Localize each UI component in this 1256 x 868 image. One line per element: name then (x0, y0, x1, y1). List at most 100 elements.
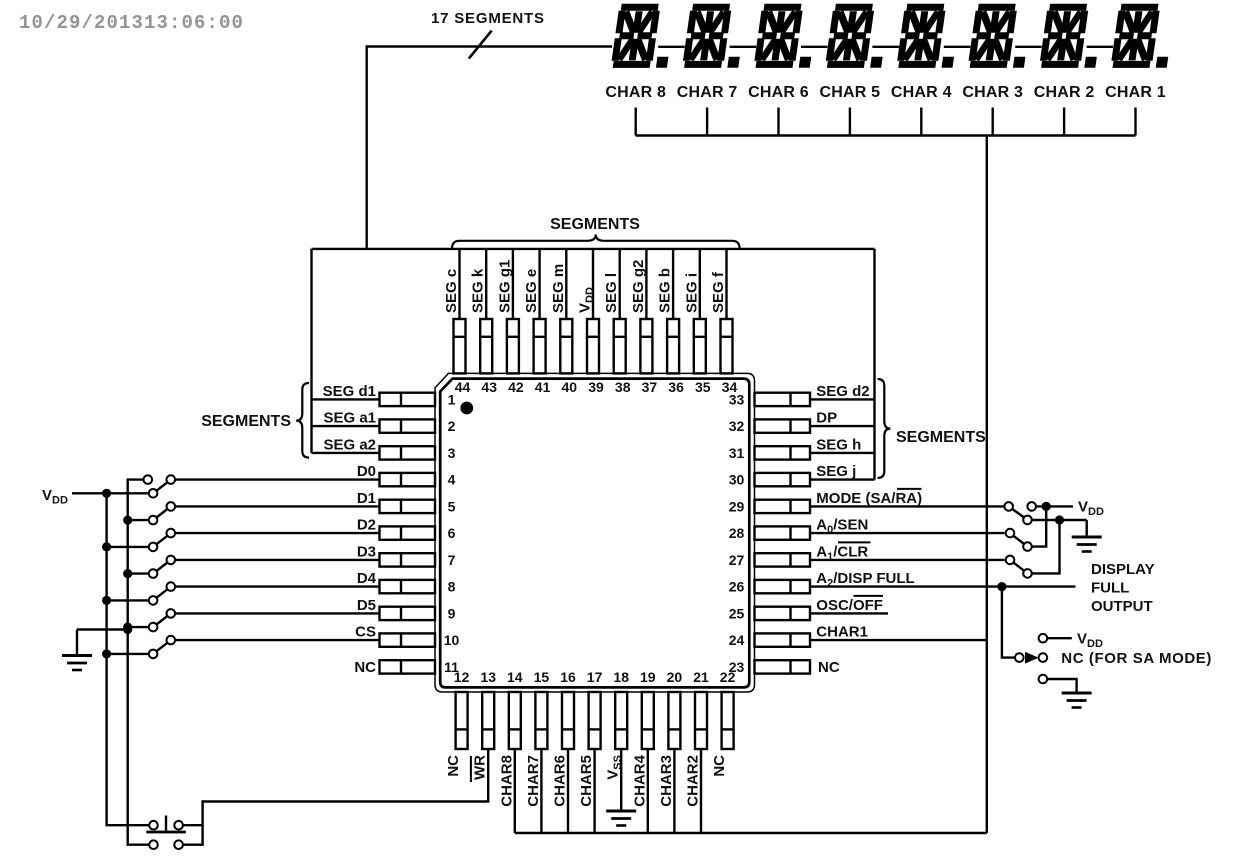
svg-text:SEG d2: SEG d2 (816, 383, 869, 400)
svg-text:31: 31 (729, 445, 745, 461)
svg-text:23: 23 (729, 659, 745, 675)
svg-text:33: 33 (729, 391, 745, 407)
svg-text:SEG g1: SEG g1 (496, 260, 513, 313)
svg-text:CHAR1: CHAR1 (816, 624, 868, 641)
svg-text:17 SEGMENTS: 17 SEGMENTS (431, 10, 545, 27)
svg-text:NC: NC (354, 659, 376, 676)
svg-text:19: 19 (640, 669, 656, 685)
svg-text:CHAR 5: CHAR 5 (820, 84, 881, 101)
svg-text:SEG j: SEG j (816, 463, 856, 480)
svg-text:D2: D2 (357, 517, 376, 534)
svg-text:WR: WR (472, 755, 489, 780)
svg-text:21: 21 (693, 669, 709, 685)
svg-text:CHAR3: CHAR3 (658, 755, 675, 807)
svg-text:6: 6 (448, 525, 456, 541)
svg-text:9: 9 (448, 605, 456, 621)
svg-text:39: 39 (588, 379, 604, 395)
svg-text:SEG e: SEG e (523, 269, 540, 313)
svg-text:OUTPUT: OUTPUT (1091, 598, 1153, 615)
svg-text:5: 5 (448, 498, 456, 514)
svg-text:10/29/201313:06:00: 10/29/201313:06:00 (19, 12, 244, 34)
svg-text:27: 27 (729, 552, 745, 568)
svg-text:D0: D0 (357, 463, 376, 480)
svg-text:34: 34 (722, 379, 738, 395)
svg-text:FULL: FULL (1091, 580, 1129, 597)
svg-text:8: 8 (448, 579, 456, 595)
svg-text:40: 40 (562, 379, 578, 395)
svg-text:25: 25 (729, 605, 745, 621)
svg-text:CHAR2: CHAR2 (685, 755, 702, 807)
svg-text:35: 35 (695, 379, 711, 395)
svg-text:D3: D3 (357, 543, 376, 560)
svg-text:CHAR4: CHAR4 (631, 754, 648, 806)
svg-text:NC (FOR SA MODE): NC (FOR SA MODE) (1061, 650, 1212, 667)
svg-text:18: 18 (613, 669, 629, 685)
svg-text:29: 29 (729, 498, 745, 514)
svg-text:CHAR 6: CHAR 6 (748, 84, 809, 101)
svg-text:SEG i: SEG i (683, 273, 700, 313)
svg-text:SEG h: SEG h (816, 436, 861, 453)
svg-text:3: 3 (448, 445, 456, 461)
svg-text:10: 10 (444, 632, 460, 648)
svg-text:CHAR 3: CHAR 3 (962, 84, 1023, 101)
svg-text:13: 13 (480, 669, 496, 685)
svg-text:SEG g2: SEG g2 (630, 260, 647, 313)
svg-text:SEG k: SEG k (470, 268, 487, 313)
svg-text:SEG c: SEG c (443, 269, 460, 313)
svg-text:41: 41 (535, 379, 551, 395)
svg-text:30: 30 (729, 472, 745, 488)
svg-text:12: 12 (454, 669, 470, 685)
svg-text:CHAR7: CHAR7 (525, 755, 542, 807)
svg-text:CHAR 7: CHAR 7 (677, 84, 738, 101)
svg-text:4: 4 (448, 472, 456, 488)
svg-text:37: 37 (642, 379, 658, 395)
svg-text:28: 28 (729, 525, 745, 541)
svg-text:20: 20 (667, 669, 683, 685)
svg-text:32: 32 (729, 418, 745, 434)
svg-text:CHAR 4: CHAR 4 (891, 84, 952, 101)
svg-text:NC: NC (711, 755, 728, 777)
svg-text:A1/CLR: A1/CLR (816, 543, 868, 563)
svg-text:SEG l: SEG l (603, 273, 620, 313)
svg-text:D1: D1 (357, 490, 376, 507)
svg-text:CHAR5: CHAR5 (578, 755, 595, 807)
svg-text:SEG b: SEG b (657, 268, 674, 313)
svg-text:11: 11 (444, 659, 459, 675)
svg-text:D4: D4 (357, 570, 377, 587)
svg-text:38: 38 (615, 379, 631, 395)
svg-text:SEG a2: SEG a2 (323, 436, 376, 453)
svg-text:D5: D5 (357, 597, 376, 614)
svg-text:NC: NC (818, 659, 840, 676)
svg-text:SEGMENTS: SEGMENTS (550, 216, 640, 233)
svg-text:22: 22 (720, 669, 736, 685)
svg-text:MODE (SA/RA): MODE (SA/RA) (816, 490, 922, 507)
svg-text:OSC/OFF: OSC/OFF (816, 597, 883, 614)
svg-text:44: 44 (455, 379, 471, 395)
svg-text:SEGMENTS: SEGMENTS (896, 429, 986, 446)
svg-text:DISPLAY: DISPLAY (1091, 561, 1155, 578)
svg-text:CHAR6: CHAR6 (552, 755, 569, 807)
svg-text:CHAR 8: CHAR 8 (605, 84, 666, 101)
svg-text:CHAR8: CHAR8 (498, 755, 515, 807)
svg-text:14: 14 (507, 669, 523, 685)
svg-text:CS: CS (355, 624, 376, 641)
svg-text:7: 7 (448, 552, 456, 568)
svg-text:SEG d1: SEG d1 (323, 383, 376, 400)
svg-text:17: 17 (587, 669, 603, 685)
svg-text:42: 42 (508, 379, 524, 395)
svg-text:2: 2 (448, 418, 456, 434)
svg-text:SEG a1: SEG a1 (323, 410, 376, 427)
svg-text:1: 1 (448, 391, 456, 407)
svg-text:43: 43 (481, 379, 497, 395)
svg-text:36: 36 (668, 379, 684, 395)
svg-text:A2/DISP FULL: A2/DISP FULL (816, 570, 914, 590)
svg-text:26: 26 (729, 579, 745, 595)
svg-text:DP: DP (816, 410, 837, 427)
svg-text:CHAR 2: CHAR 2 (1034, 84, 1095, 101)
svg-text:NC: NC (445, 755, 462, 777)
svg-text:16: 16 (560, 669, 576, 685)
svg-text:SEG m: SEG m (550, 264, 567, 313)
svg-text:CHAR 1: CHAR 1 (1105, 84, 1166, 101)
svg-text:24: 24 (729, 632, 745, 648)
svg-text:15: 15 (534, 669, 550, 685)
